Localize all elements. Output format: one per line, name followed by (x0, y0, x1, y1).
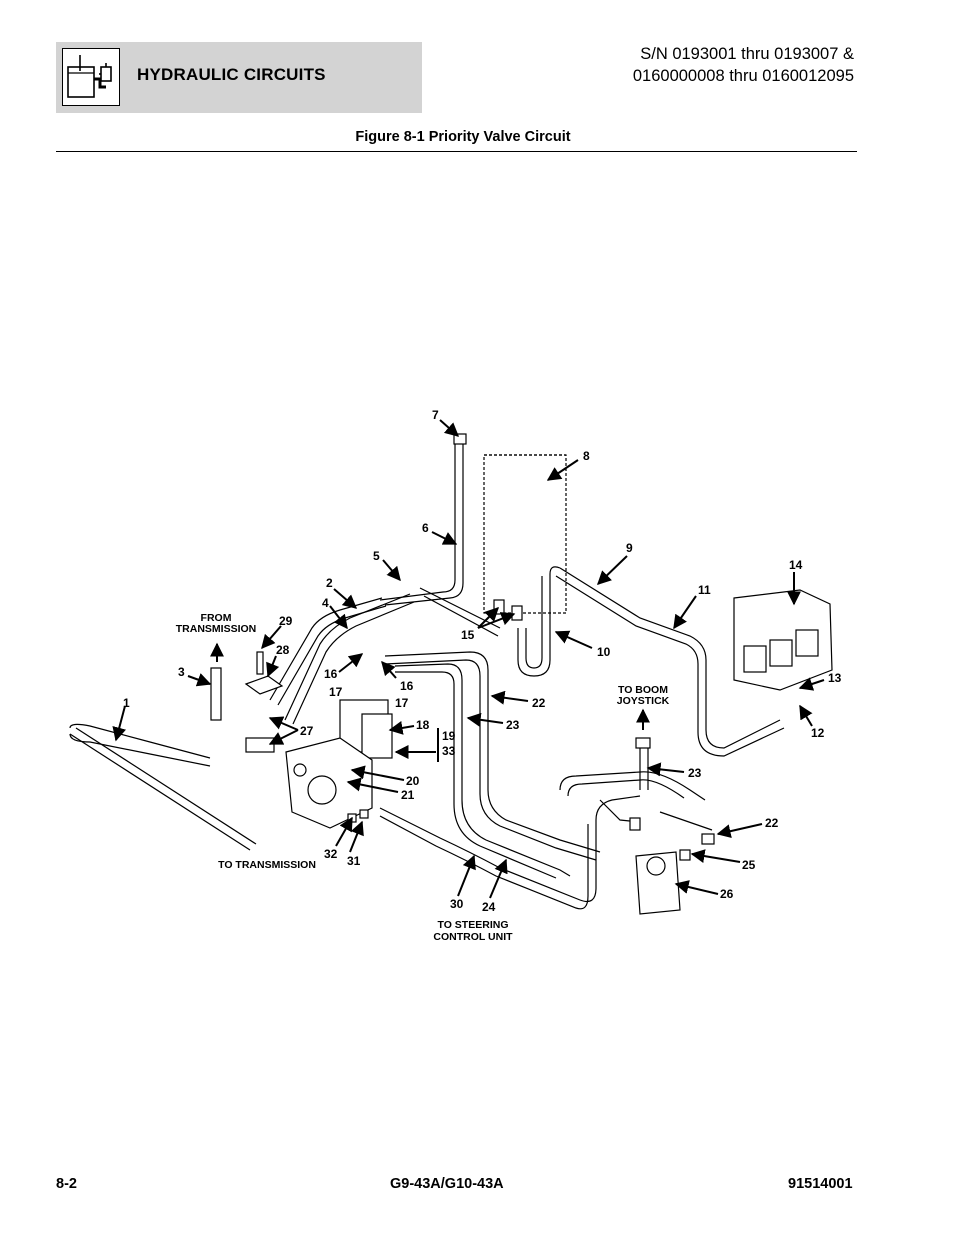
callout-8: 8 (583, 449, 590, 463)
callout-24: 24 (482, 900, 496, 914)
callout-16-left: 16 (324, 667, 338, 681)
callout-30: 30 (450, 897, 464, 911)
note-from-transmission-1: FROM (201, 612, 232, 624)
components (210, 433, 833, 915)
callout-12: 12 (811, 726, 825, 740)
callout-26: 26 (720, 887, 734, 901)
callout-6: 6 (422, 521, 429, 535)
leader-arrows (112, 419, 825, 899)
callout-21: 21 (401, 788, 415, 802)
note-to-steering-1: TO STEERING (438, 919, 509, 931)
page-number: 8-2 (56, 1176, 77, 1192)
note-to-boom-2: JOYSTICK (617, 695, 670, 707)
filter (210, 667, 222, 721)
callout-17-right: 17 (395, 696, 409, 710)
callout-33: 33 (442, 744, 456, 758)
callout-18: 18 (416, 718, 430, 732)
callout-29: 29 (279, 614, 293, 628)
callout-22-upper: 22 (532, 696, 546, 710)
serial-range: S/N 0193001 thru 0193007 & 0160000008 th… (633, 43, 854, 87)
callout-5: 5 (373, 549, 380, 563)
callout-31: 31 (347, 854, 361, 868)
document-number: 91514001 (788, 1176, 853, 1192)
hydraulic-circuit-icon (62, 48, 120, 106)
callout-23-right: 23 (688, 766, 702, 780)
callout-labels: 7 8 6 9 5 2 4 14 11 29 28 15 10 16 16 17… (123, 408, 842, 943)
note-from-transmission-2: TRANSMISSION (176, 623, 257, 635)
callout-11: 11 (698, 583, 711, 597)
callout-32: 32 (324, 847, 338, 861)
callout-7: 7 (432, 408, 439, 422)
callout-20: 20 (406, 774, 420, 788)
section-title: HYDRAULIC CIRCUITS (137, 65, 326, 84)
callout-27: 27 (300, 724, 314, 738)
figure-title: Figure 8-1 Priority Valve Circuit (0, 129, 954, 145)
oil-cooler (483, 454, 567, 614)
callout-22-right: 22 (765, 816, 779, 830)
model-number: G9-43A/G10-43A (390, 1176, 504, 1192)
callout-1: 1 (123, 696, 130, 710)
figure-title-text: Figure 8-1 Priority Valve Circuit (355, 129, 571, 145)
callout-14: 14 (789, 558, 803, 572)
note-to-boom-1: TO BOOM (618, 684, 668, 696)
header-rule (56, 151, 857, 152)
callout-4: 4 (322, 596, 329, 610)
callout-3: 3 (178, 665, 185, 679)
callout-13: 13 (828, 671, 842, 685)
mounting-bracket (245, 737, 275, 753)
note-to-steering-2: CONTROL UNIT (433, 931, 513, 943)
callout-2: 2 (326, 576, 333, 590)
callout-23-upper: 23 (506, 718, 520, 732)
serial-range-line-2: 0160000008 thru 0160012095 (632, 67, 854, 85)
hose-lines (69, 440, 785, 910)
callout-15: 15 (461, 628, 475, 642)
callout-10: 10 (597, 645, 611, 659)
note-to-transmission: TO TRANSMISSION (218, 859, 316, 871)
serial-range-line-1: S/N 0193001 thru 0193007 & (640, 45, 854, 63)
callout-17-left: 17 (329, 685, 343, 699)
callout-9: 9 (626, 541, 633, 555)
callout-19: 19 (442, 729, 456, 743)
callout-16-right: 16 (400, 679, 414, 693)
callout-25: 25 (742, 858, 756, 872)
callout-28: 28 (276, 643, 290, 657)
